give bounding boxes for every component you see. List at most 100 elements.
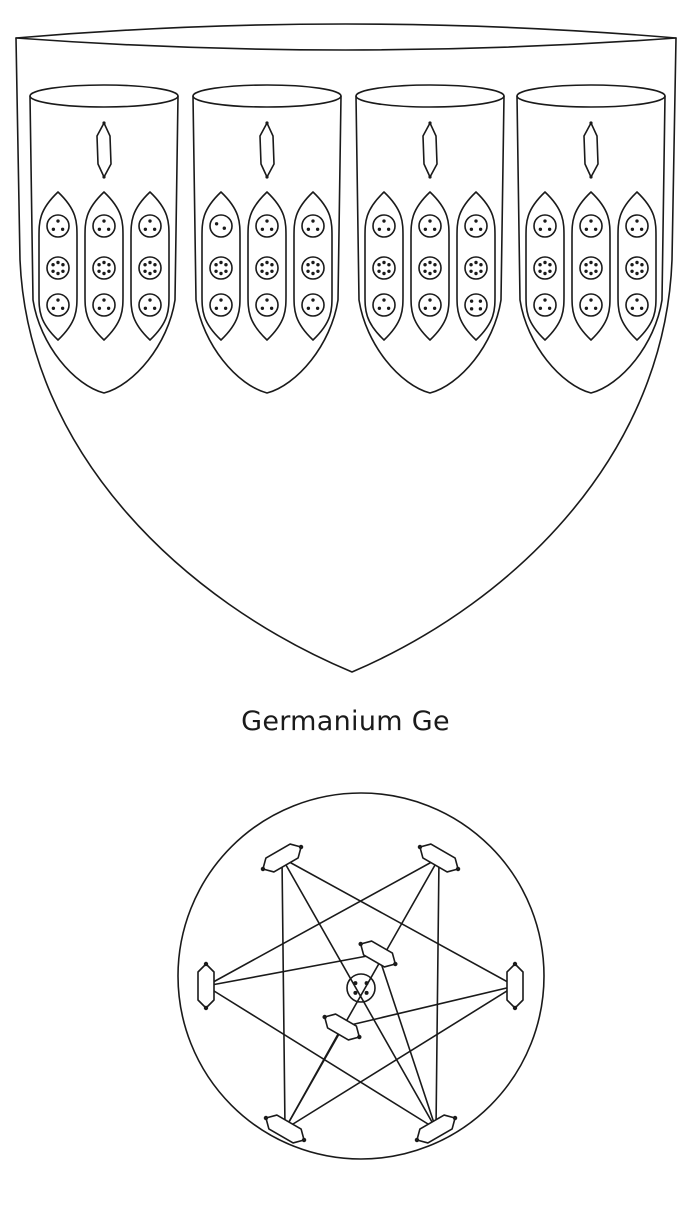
sphere-dot [432,227,437,231]
sphere-dot [548,269,552,273]
sphere-dot [386,227,391,231]
sphere-dot [432,306,437,310]
sphere-dot [589,298,593,302]
sphere-dot [51,263,55,267]
sphere-dot [428,298,432,302]
segment [202,192,240,340]
funnel-body [193,96,341,393]
body-vertex-dot [428,175,432,179]
sphere-dot [97,263,101,267]
sphere [534,294,556,316]
sphere-dot [630,263,634,267]
sphere-dot [214,263,218,267]
shield-outline [16,24,676,672]
sphere [534,215,556,237]
segment [131,192,169,340]
segment-capsule [39,192,77,340]
sphere [256,294,278,316]
sphere [93,294,115,316]
sphere-dot [428,260,432,265]
sphere-dot [265,260,269,265]
inner-body [358,936,398,972]
body-vertex-dot [298,844,304,850]
central-sphere-dot [353,990,358,995]
funnel-top-body [584,123,598,177]
body-vertex-dot [357,1034,362,1040]
segment-capsule [411,192,449,340]
funnel [356,85,504,393]
sphere-dot [469,227,474,231]
diagram-caption: Germanium Ge [241,706,450,737]
sphere-dot [102,298,106,302]
outer-body [260,839,304,877]
body-vertex-dot [301,1137,307,1143]
sphere-dot [469,263,473,267]
sphere-dot [153,269,157,273]
sphere-dot [102,219,106,223]
sphere [465,257,487,279]
sphere-dot [548,263,552,267]
sphere [210,257,232,279]
sphere [47,215,69,237]
body-vertex-dot [358,941,363,947]
sphere-dot [387,269,391,273]
body-vertex-dot [263,1115,269,1121]
sphere-dot [584,227,589,231]
sphere-dot [478,307,483,311]
central-sphere-dot [353,981,358,986]
sphere-dot [474,260,478,265]
sphere-dot [224,263,228,267]
sphere-dot [543,260,547,265]
body-hexagon [321,1010,364,1044]
segment-capsule [526,192,564,340]
segment-capsule [85,192,123,340]
sphere-dot [589,271,593,276]
sphere-dot [214,306,219,310]
sphere-dot [382,271,386,276]
connector-line [285,986,515,1129]
sphere [534,257,556,279]
segment [572,192,610,340]
sphere-dot [106,227,111,231]
sphere-dot [51,306,56,310]
sphere [302,294,324,316]
shield-body [16,24,676,672]
sphere-dot [543,271,547,276]
segment [294,192,332,340]
body-vertex-dot [260,866,266,872]
sphere-dot [547,306,552,310]
body-vertex-dot [265,175,269,179]
outer-body [417,839,461,877]
body-vertex-dot [265,121,269,125]
sphere-dot [60,227,65,231]
sphere-dot [143,269,147,273]
sphere-dot [428,219,432,223]
star-figure [178,793,544,1159]
sphere-dot [423,227,428,231]
funnel-body [356,96,504,393]
central-sphere-dot [364,981,369,986]
sphere-dot [377,306,382,310]
sphere-dot [219,271,223,276]
connector-line [206,954,378,986]
connector-line [342,986,515,1027]
sphere-dot [639,306,644,310]
connector-line [282,858,515,986]
star-figure-diagram [0,790,691,1190]
sphere-dot [311,298,315,302]
sphere-dot [61,263,65,267]
sphere-dot [97,269,101,273]
body-vertex-dot [512,1005,518,1011]
sphere-dot [148,219,152,223]
sphere-dot [584,306,589,310]
funnel-top-body [260,123,274,177]
sphere-dot [377,269,381,273]
sphere-dot [265,271,269,276]
sphere-dot [377,227,382,231]
outer-body [198,961,214,1011]
sphere-dot [474,271,478,276]
sphere [139,257,161,279]
sphere-dot [306,227,311,231]
funnel-top-ellipse [517,85,665,107]
sphere-dot [143,263,147,267]
